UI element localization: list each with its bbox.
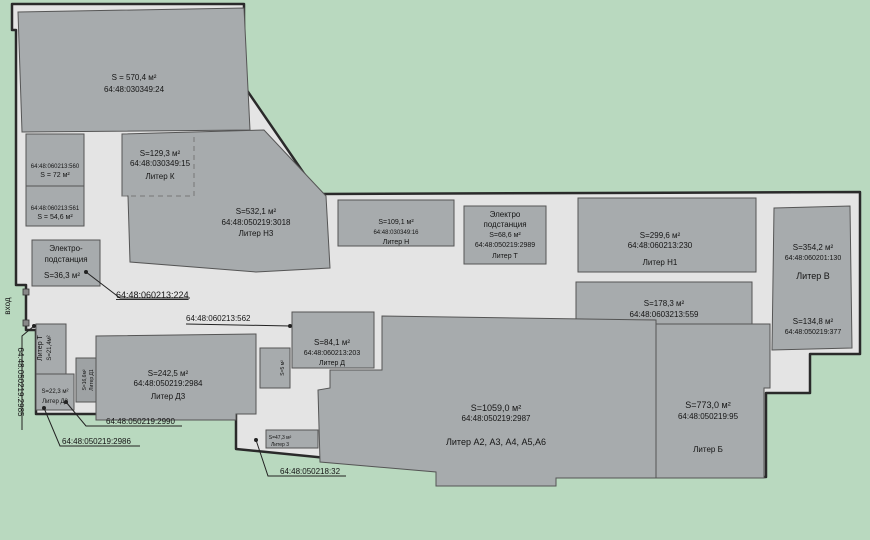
entrance[interactable]: вход — [3, 288, 30, 327]
liter-label: Литер Н — [383, 239, 409, 246]
liter-label: Литер Т — [37, 334, 44, 360]
area-label: S=109,1 м² — [378, 219, 414, 226]
area-label: S = 54,6 м² — [37, 214, 73, 221]
name-label: подстанция — [483, 220, 526, 229]
liter-label: Литер В — [796, 271, 829, 281]
area-label: S=84,1 м² — [314, 338, 350, 347]
building-liter-d2[interactable]: S=22,3 м² Литер Д2 — [35, 373, 75, 411]
building-561[interactable]: 64:48:060213:561 S = 54,6 м² — [25, 185, 85, 227]
area-label: S=242,5 м² — [148, 369, 189, 378]
liter-label: Литер Н3 — [239, 229, 274, 238]
area-label: S=47,3 м² — [269, 435, 292, 441]
cadastral-callout: 64:48:060213:562 — [186, 314, 251, 323]
cadastral-callout: 64:48:050219:2985 — [16, 348, 25, 418]
cadastral-callout: 64:48:050218:32 — [280, 467, 341, 476]
callout-562: 64:48:060213:562 — [185, 314, 292, 328]
building-liter-3[interactable]: S=47,3 м² Литер 3 — [265, 429, 319, 449]
liter-label: Литер Т — [492, 253, 518, 260]
cadastral-callout: 64:48:050219:2990 — [106, 417, 176, 426]
liter-label: Литер А2, А3, А4, А5,А6 — [446, 437, 546, 447]
name-label: Электро- — [49, 244, 83, 253]
building-liter-d1[interactable]: S=16,6м² Литер Д1 — [75, 357, 97, 403]
building-130[interactable]: S=354,2 м² 64:48:060201:130 Литер В S=13… — [771, 205, 853, 351]
area-label: S=299,6 м² — [640, 231, 681, 240]
cadastral-label: 64:48:0603213:559 — [630, 310, 700, 319]
area-label: S=178,3 м² — [644, 299, 685, 308]
area-label: S=21,4м² — [47, 335, 53, 360]
liter-label: Литер Д3 — [151, 392, 186, 401]
cadastral-label: 64:48:050219:377 — [785, 329, 842, 336]
area-label: S=354,2 м² — [793, 243, 834, 252]
building-3018[interactable]: S=129,3 м² 64:48:030349:15 Литер К S=532… — [121, 129, 331, 273]
liter-label: Литер Д2 — [42, 399, 68, 405]
area-label: S=773,0 м² — [685, 400, 730, 410]
callout-224: 64:48:060213:224 — [84, 270, 190, 300]
building-95[interactable]: S=773,0 м² 64:48:050219:95 Литер Б — [655, 323, 771, 479]
liter-label: Литер Б — [693, 445, 723, 454]
area-label: S = 72 м² — [40, 172, 70, 179]
area-label: S=36,3 м² — [44, 271, 80, 280]
cadastral-label: 64:48:050219:3018 — [222, 218, 292, 227]
area-label: S=129,3 м² — [140, 149, 181, 158]
building-liter-t[interactable]: S=21,4м² Литер Т — [35, 323, 67, 375]
building-559[interactable]: S=178,3 м² 64:48:0603213:559 — [575, 281, 753, 325]
area-label: S=1059,0 м² — [471, 403, 521, 413]
liter-label: Литер К — [145, 172, 174, 181]
cadastral-callout: 64:48:060213:224 — [116, 290, 189, 300]
cadastral-callout: 64:48:050219:2986 — [62, 437, 132, 446]
cadastral-label: 64:48:060213:560 — [31, 164, 80, 170]
substation-224[interactable]: Электро- подстанция S=36,3 м² — [31, 239, 101, 287]
liter-label: Литер Д — [319, 360, 345, 367]
cadastral-label: 64:48:060213:203 — [304, 350, 361, 357]
callout-32: 64:48:050218:32 — [254, 438, 346, 477]
cadastral-label: 64:48:030349:16 — [373, 230, 419, 236]
entrance-label: вход — [3, 297, 12, 314]
cadastral-label: 64:48:030349:15 — [130, 159, 191, 168]
building-16[interactable]: S=109,1 м² 64:48:030349:16 Литер Н — [337, 199, 455, 247]
callout-2990: 64:48:050219:2990 — [64, 400, 182, 427]
cadastral-label: 64:48:060201:130 — [785, 255, 842, 262]
liter-label: Литер Д1 — [89, 369, 95, 391]
area-label: S=532,1 м² — [236, 207, 277, 216]
cadastral-label: 64:48:060213:230 — [628, 241, 693, 250]
building-2987[interactable]: S=1059,0 м² 64:48:050219:2987 Литер А2, … — [317, 315, 657, 487]
area-label: S=16,6м² — [82, 369, 88, 390]
cadastral-label: 64:48:030349:24 — [104, 85, 165, 94]
area-label: S=22,3 м² — [42, 389, 69, 395]
liter-label: Литер 3 — [271, 442, 289, 448]
cadastral-label: 64:48:050219:95 — [678, 412, 739, 421]
building-560[interactable]: 64:48:060213:560 S = 72 м² — [25, 133, 85, 187]
building-570[interactable]: S = 570,4 м² 64:48:030349:24 — [17, 7, 251, 133]
area-label: S = 570,4 м² — [112, 73, 157, 82]
building-s5[interactable]: S=5 м² — [259, 347, 291, 389]
building-2989[interactable]: Электро подстанция S=68,6 м² 64:48:05021… — [463, 205, 547, 265]
area-label: S=68,6 м² — [489, 232, 521, 239]
liter-label: Литер Н1 — [643, 258, 678, 267]
name-label: Электро — [490, 210, 521, 219]
callout-2986: 64:48:050219:2986 — [42, 406, 140, 447]
cadastral-label: 64:48:060213:561 — [31, 206, 80, 212]
cadastral-label: 64:48:050219:2987 — [462, 414, 532, 423]
area-label: S=134,8 м² — [793, 317, 834, 326]
building-230[interactable]: S=299,6 м² 64:48:060213:230 Литер Н1 — [577, 197, 757, 273]
callout-2985: 64:48:050219:2985 — [16, 324, 36, 430]
cadastral-label: 64:48:050219:2989 — [475, 242, 535, 249]
building-2984[interactable]: S=242,5 м² 64:48:050219:2984 Литер Д3 — [95, 333, 257, 421]
cadastral-label: 64:48:050219:2984 — [134, 379, 204, 388]
building-203[interactable]: S=84,1 м² 64:48:060213:203 Литер Д — [291, 311, 375, 369]
area-label: S=5 м² — [280, 360, 286, 376]
name-label: подстанция — [44, 255, 87, 264]
